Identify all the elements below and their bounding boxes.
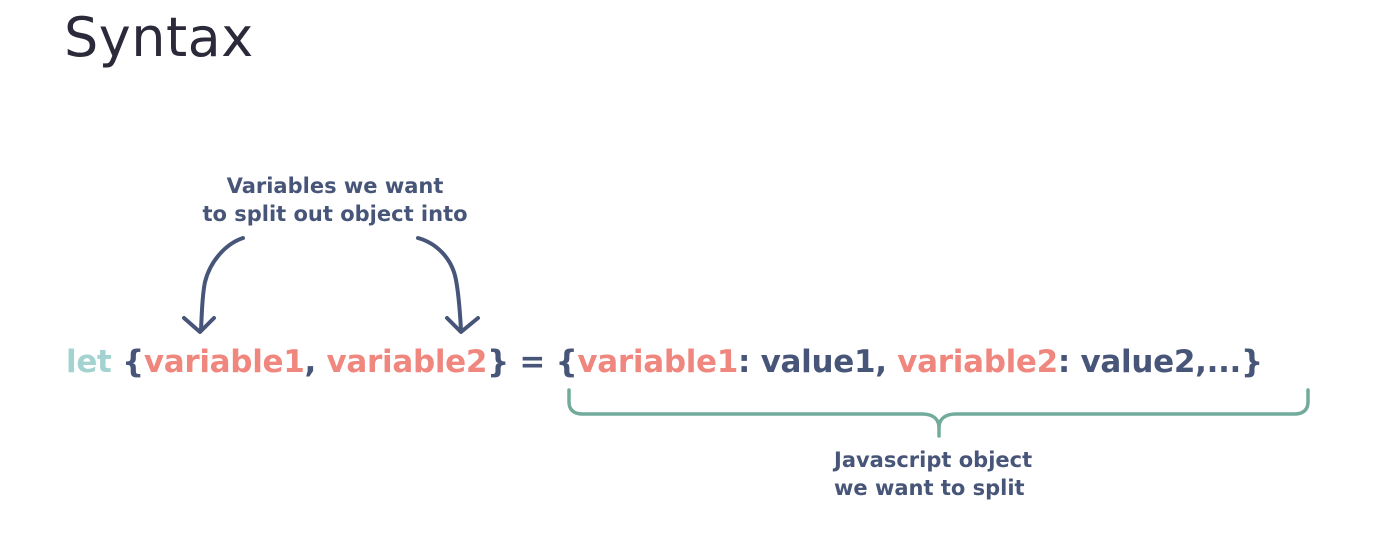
object-annotation-line2: we want to split bbox=[834, 476, 1025, 500]
variables-annotation: Variables we want to split out object in… bbox=[170, 172, 500, 228]
object-annotation-line1: Javascript object bbox=[834, 448, 1033, 472]
open-brace: { bbox=[111, 344, 144, 380]
curly-brace-icon bbox=[567, 388, 1310, 438]
page-title: Syntax bbox=[64, 6, 254, 69]
object-value1: : value1, bbox=[738, 344, 898, 380]
right-arrow-icon bbox=[416, 236, 480, 334]
variables-annotation-line1: Variables we want bbox=[226, 174, 444, 198]
assignment: } = { bbox=[487, 344, 578, 380]
comma: , bbox=[304, 344, 327, 380]
let-keyword: let bbox=[66, 344, 112, 380]
object-key2: variable2 bbox=[897, 344, 1058, 380]
object-key1: variable1 bbox=[577, 344, 739, 380]
object-annotation: Javascript object we want to split bbox=[834, 446, 1032, 502]
variable1-name: variable1 bbox=[143, 344, 305, 380]
object-value2: : value2,...} bbox=[1057, 344, 1263, 380]
variables-annotation-line2: to split out object into bbox=[202, 202, 468, 226]
variable2-name: variable2 bbox=[326, 344, 488, 380]
destructuring-code-line: let {variable1, variable2} = {variable1:… bbox=[66, 344, 1263, 380]
left-arrow-icon bbox=[182, 236, 245, 334]
